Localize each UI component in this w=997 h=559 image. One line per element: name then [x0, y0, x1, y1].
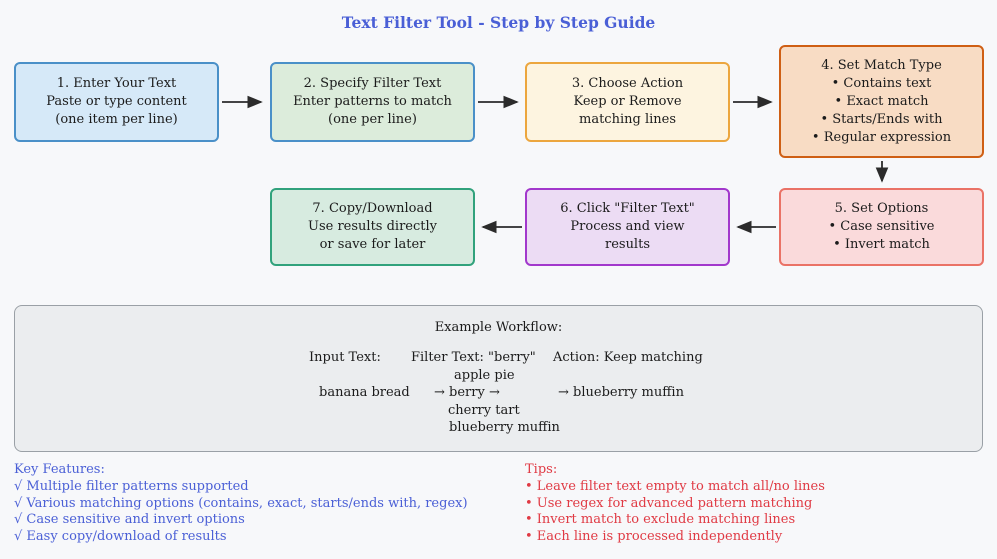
key-feature-item: √ Multiple filter patterns supported — [14, 478, 249, 494]
example-filter-item-blueberry: blueberry muffin — [449, 420, 560, 435]
step-4-line-2: • Contains text — [831, 75, 932, 91]
step-1-line-2: Paste or type content — [46, 94, 187, 109]
step-2-line-1: 2. Specify Filter Text — [303, 76, 442, 91]
step-5-line-2: • Case sensitive — [828, 219, 935, 234]
step-5-line-1: 5. Set Options — [834, 201, 929, 216]
page-title: Text Filter Tool - Step by Step Guide — [341, 13, 656, 32]
step-3-line-1: 3. Choose Action — [571, 76, 684, 91]
step-box-1-enter-text: 1. Enter Your Text Paste or type content… — [14, 62, 219, 142]
example-input-header: Input Text: — [309, 350, 381, 365]
tip-item: • Use regex for advanced pattern matchin… — [525, 495, 813, 511]
tips-block: Tips: • Leave filter text empty to match… — [525, 462, 825, 546]
example-workflow-title: Example Workflow: — [434, 320, 563, 335]
key-features-block: Key Features: √ Multiple filter patterns… — [14, 462, 468, 546]
step-7-line-1: 7. Copy/Download — [312, 201, 433, 216]
example-result: → blueberry muffin — [558, 385, 684, 400]
step-1-line-1: 1. Enter Your Text — [56, 76, 177, 91]
key-feature-item: √ Easy copy/download of results — [14, 529, 227, 545]
tip-item: • Each line is processed independently — [525, 529, 783, 545]
example-workflow-panel: Example Workflow: Input Text: Filter Tex… — [14, 305, 983, 452]
example-filter-header: Filter Text: "berry" — [411, 350, 536, 365]
step-box-2-specify-filter: 2. Specify Filter Text Enter patterns to… — [270, 62, 475, 142]
step-2-line-2: Enter patterns to match — [293, 94, 452, 109]
key-feature-item: √ Various matching options (contains, ex… — [14, 495, 468, 511]
step-4-line-3: • Exact match — [834, 93, 929, 109]
example-filter-item-apple: apple pie — [454, 368, 515, 383]
step-box-7-copy-download: 7. Copy/Download Use results directly or… — [270, 188, 475, 266]
step-4-line-1: 4. Set Match Type — [821, 57, 942, 73]
step-3-line-3: matching lines — [579, 112, 676, 127]
step-3-line-2: Keep or Remove — [573, 94, 682, 109]
step-box-3-choose-action: 3. Choose Action Keep or Remove matching… — [525, 62, 730, 142]
step-2-line-3: (one per line) — [328, 112, 417, 127]
key-features-heading: Key Features: — [14, 462, 105, 477]
example-input-item: banana bread — [319, 385, 410, 400]
step-7-line-3: or save for later — [319, 237, 426, 252]
step-1-line-3: (one item per line) — [55, 112, 178, 127]
tips-heading: Tips: — [525, 462, 558, 477]
example-filter-flow: → berry → — [434, 385, 500, 400]
example-filter-item-cherry: cherry tart — [448, 403, 520, 418]
tip-item: • Invert match to exclude matching lines — [525, 512, 796, 528]
example-action-header: Action: Keep matching — [553, 350, 703, 365]
step-5-line-3: • Invert match — [833, 237, 930, 252]
tip-item: • Leave filter text empty to match all/n… — [525, 478, 825, 494]
step-6-line-3: results — [604, 237, 650, 252]
step-4-line-4: • Starts/Ends with — [820, 111, 943, 127]
step-box-4-match-type: 4. Set Match Type • Contains text • Exac… — [779, 45, 984, 158]
key-feature-item: √ Case sensitive and invert options — [14, 512, 245, 528]
step-6-line-1: 6. Click "Filter Text" — [560, 201, 695, 216]
step-7-line-2: Use results directly — [308, 219, 437, 234]
step-4-line-5: • Regular expression — [811, 129, 952, 145]
step-6-line-2: Process and view — [570, 219, 685, 234]
step-box-6-click-filter: 6. Click "Filter Text" Process and view … — [525, 188, 730, 266]
step-box-5-set-options: 5. Set Options • Case sensitive • Invert… — [779, 188, 984, 266]
